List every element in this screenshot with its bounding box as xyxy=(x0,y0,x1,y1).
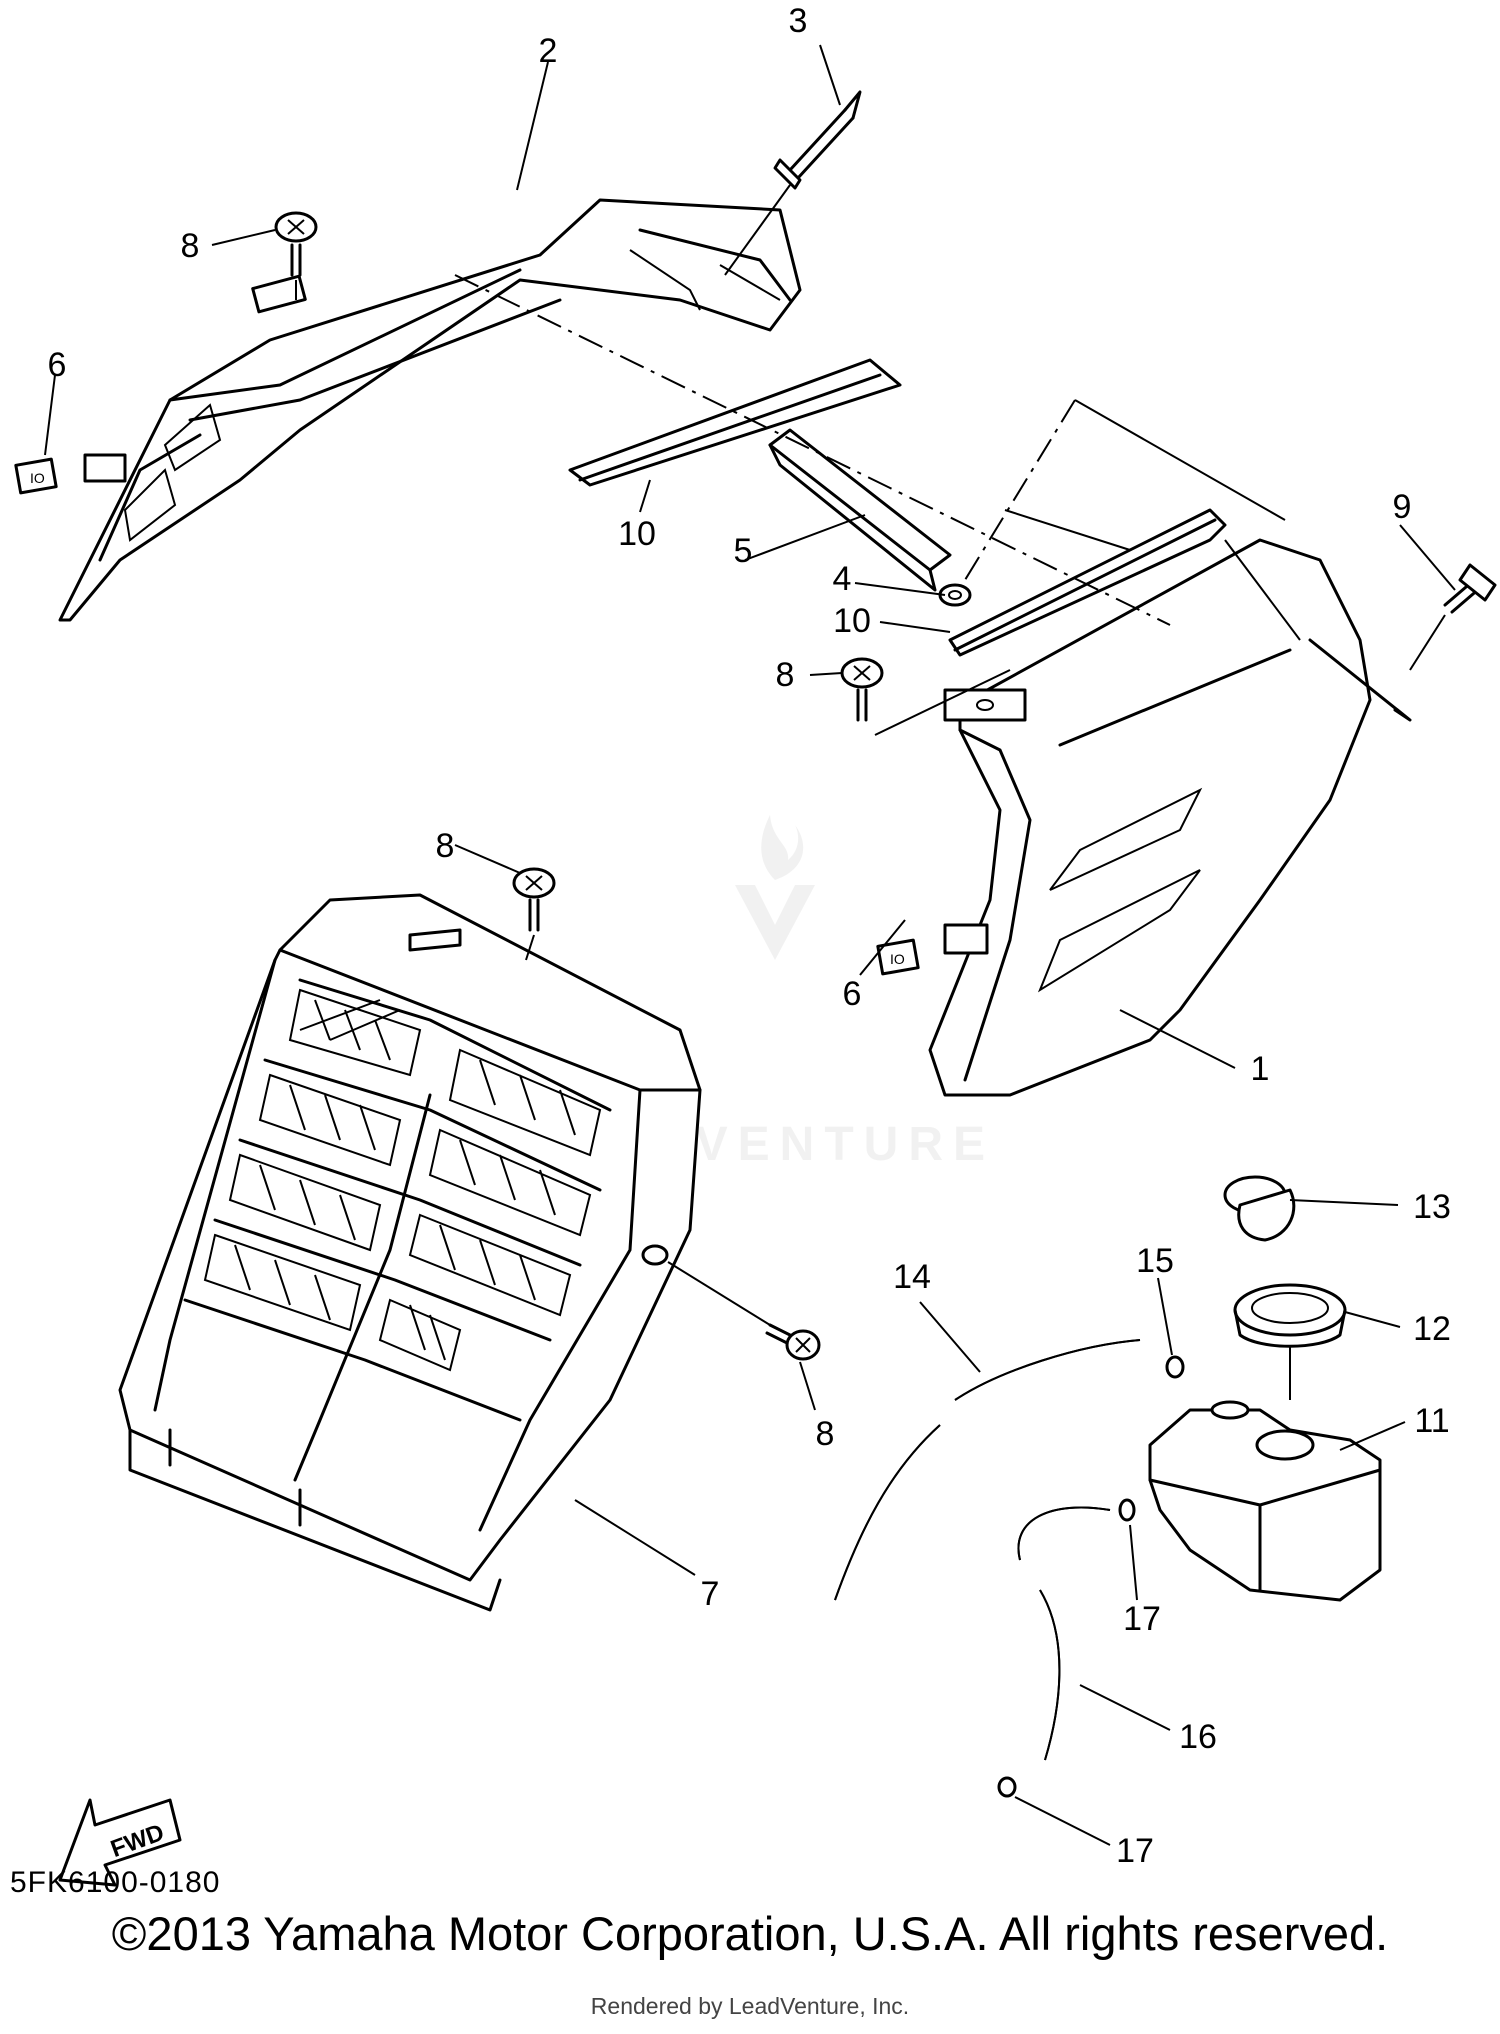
callout-leaders xyxy=(44,44,1456,1846)
part-16-hose xyxy=(1017,1506,1111,1761)
part-8-screw-c xyxy=(512,867,556,961)
rendered-by-text: Rendered by LeadVenture, Inc. xyxy=(590,1993,910,2019)
callout-10-upper: 10 xyxy=(618,515,656,553)
part-14-hose xyxy=(834,1339,1141,1601)
part-10-trim-lower xyxy=(948,508,1227,657)
callout-8-top: 8 xyxy=(181,227,200,265)
callout-6-left: 6 xyxy=(48,346,67,384)
callout-6-right: 6 xyxy=(843,975,862,1013)
callouts: 1 2 3 4 5 6 6 7 8 8 8 8 9 10 10 11 12 13… xyxy=(48,2,1451,1870)
callout-12: 12 xyxy=(1413,1310,1451,1348)
callout-8-bottom: 8 xyxy=(816,1415,835,1453)
part-13-cap xyxy=(1223,1175,1296,1242)
callout-2: 2 xyxy=(539,32,558,70)
callout-15: 15 xyxy=(1136,1242,1174,1280)
svg-text:IO: IO xyxy=(30,470,45,486)
part-8-screw-a xyxy=(274,211,318,300)
part-8-screw-b xyxy=(840,657,884,722)
part-9-bolt xyxy=(1409,563,1497,671)
callout-16: 16 xyxy=(1179,1718,1217,1756)
callout-5: 5 xyxy=(734,532,753,570)
callout-13: 13 xyxy=(1413,1188,1451,1226)
part-8-screw-d xyxy=(667,1261,821,1361)
callout-8-mid: 8 xyxy=(776,656,795,694)
part-15-clamp xyxy=(1165,1355,1185,1379)
callout-14: 14 xyxy=(893,1258,931,1296)
part-7-radiator-grille xyxy=(118,893,702,1612)
copyright-text: ©2013 Yamaha Motor Corporation, U.S.A. A… xyxy=(111,1907,1389,1960)
part-17-clamp-a xyxy=(1118,1498,1136,1522)
callout-10-lower: 10 xyxy=(833,602,871,640)
part-10-trim-upper xyxy=(568,358,902,487)
part-12-filler-neck xyxy=(1233,1283,1347,1348)
part-11-reservoir-tank xyxy=(1148,1345,1382,1602)
callout-4: 4 xyxy=(833,560,852,598)
part-6-clip-b: IO xyxy=(876,923,989,976)
callout-17-upper: 17 xyxy=(1123,1600,1161,1638)
part-17-clamp-b xyxy=(997,1776,1017,1798)
diagram-code: 5FK6100-0180 xyxy=(10,1866,221,1899)
svg-text:IO: IO xyxy=(890,951,905,967)
part-2-rear-shroud xyxy=(58,198,802,622)
part-1-side-panel xyxy=(928,538,1412,1097)
part-3-rivet xyxy=(724,90,862,276)
fwd-arrow: FWD xyxy=(58,1798,182,1887)
part-6-clip-a: IO xyxy=(14,453,127,495)
callout-7: 7 xyxy=(701,1575,720,1613)
assembly-lines xyxy=(454,274,1301,736)
callout-1: 1 xyxy=(1251,1050,1270,1088)
callout-9: 9 xyxy=(1393,488,1412,526)
callout-11: 11 xyxy=(1414,1402,1449,1440)
callout-8-grille: 8 xyxy=(436,827,455,865)
part-5-foam xyxy=(768,428,952,592)
callout-17-lower: 17 xyxy=(1116,1832,1154,1870)
callout-3: 3 xyxy=(789,2,808,40)
